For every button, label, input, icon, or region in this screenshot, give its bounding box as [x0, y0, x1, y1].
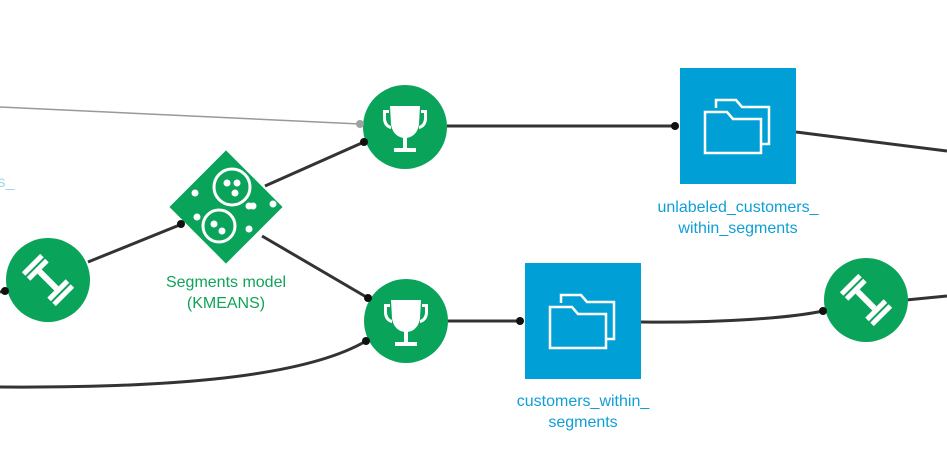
dumbbell-icon	[21, 253, 75, 307]
label-line: (KMEANS)	[186, 295, 266, 312]
saved-model-node-segments[interactable]	[169, 150, 283, 264]
edge-train-left-to-model[interactable]	[87, 222, 183, 264]
edge-offscreen-to-score-bottom[interactable]	[0, 339, 367, 389]
port[interactable]	[819, 307, 827, 315]
port[interactable]	[671, 122, 679, 130]
dataset-node-unlabeled-customers[interactable]	[680, 68, 796, 184]
recipe-node-score-bottom[interactable]	[364, 279, 448, 363]
recipe-node-train-right[interactable]	[824, 258, 908, 342]
segments-model-label[interactable]: Segments model (KMEANS)	[166, 272, 286, 314]
edge-unlabeled-to-offscreen[interactable]	[795, 130, 947, 153]
port[interactable]	[177, 220, 185, 228]
label-line: customers_within_	[516, 393, 650, 410]
port[interactable]	[516, 317, 524, 325]
label-line: within_segments	[678, 220, 798, 237]
port[interactable]	[1, 287, 9, 295]
folder-icon	[703, 98, 771, 155]
edge-faded-offscreen-to-score-top[interactable]	[0, 106, 361, 125]
edge-model-to-score-bottom[interactable]	[261, 234, 369, 300]
port[interactable]	[356, 120, 364, 128]
label-line: unlabeled_customers_	[657, 199, 819, 216]
dataset-node-customers-within-segments[interactable]	[525, 263, 641, 379]
edge-customers-to-train-right[interactable]	[640, 309, 824, 324]
edge-train-right-to-offscreen[interactable]	[905, 294, 947, 302]
label-line: Segments model	[165, 274, 287, 291]
cluster-dots	[191, 179, 277, 235]
clusters-icon	[201, 167, 252, 244]
unlabeled-customers-label[interactable]: unlabeled_customers_ within_segments	[658, 197, 819, 239]
port[interactable]	[362, 337, 370, 345]
dumbbell-icon	[839, 273, 893, 327]
label-line: segments	[548, 414, 618, 431]
port[interactable]	[364, 294, 372, 302]
recipe-node-score-top[interactable]	[363, 85, 447, 169]
edge-model-to-score-top[interactable]	[264, 140, 365, 188]
edges	[0, 106, 947, 389]
ports	[1, 120, 827, 345]
recipe-node-train-left[interactable]	[6, 238, 90, 322]
port[interactable]	[360, 138, 368, 146]
trophy-icon	[384, 300, 428, 346]
trophy-icon	[383, 106, 427, 152]
folder-icon	[548, 293, 616, 350]
offscreen-dataset-label-fragment: s_	[0, 174, 15, 191]
customers-within-segments-label[interactable]: customers_within_ segments	[517, 391, 650, 433]
